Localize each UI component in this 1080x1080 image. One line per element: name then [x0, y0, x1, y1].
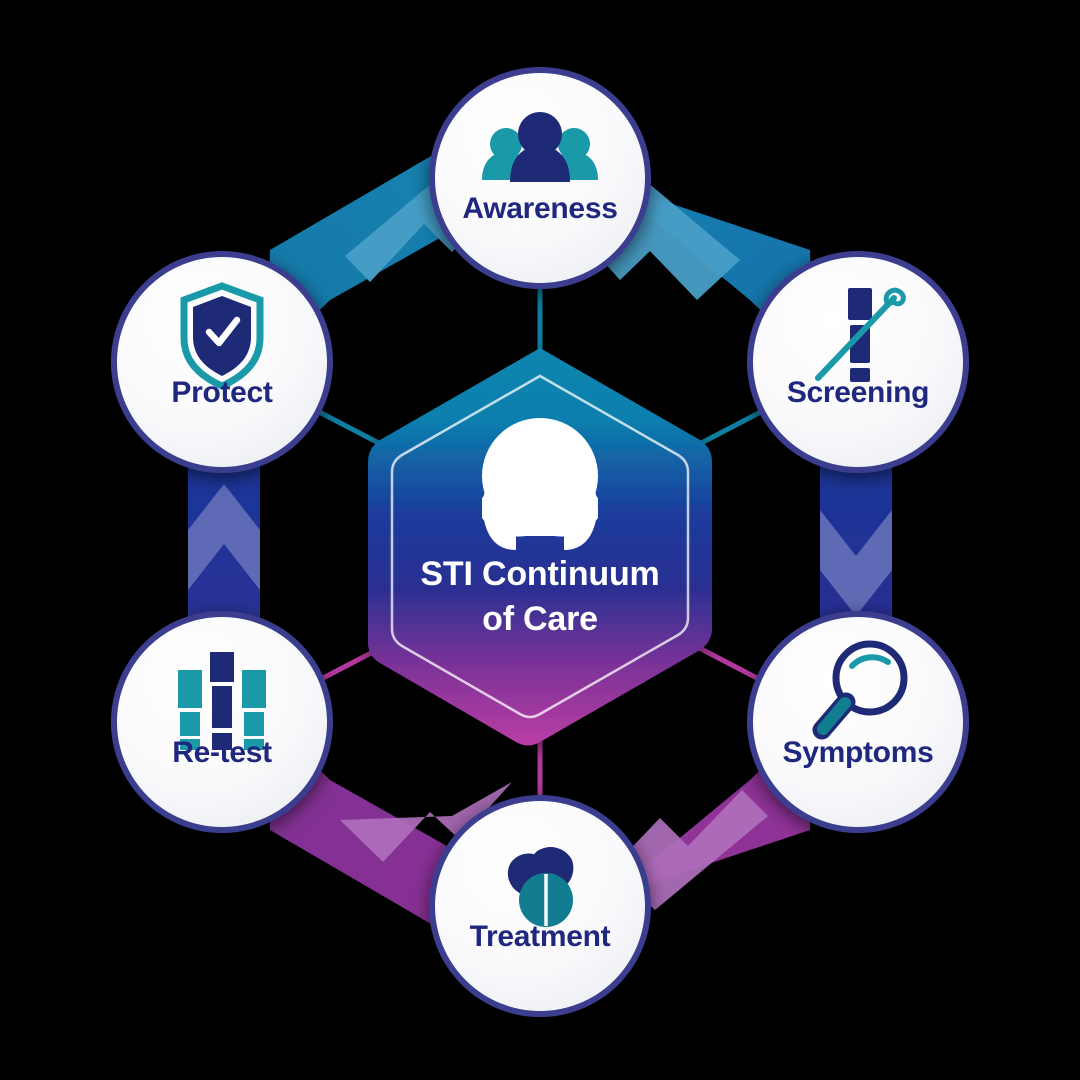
node-awareness[interactable]	[429, 67, 651, 289]
woman-avatar-icon	[482, 418, 598, 550]
node-protect[interactable]	[111, 251, 333, 473]
node-treatment[interactable]	[429, 795, 651, 1017]
node-symptoms[interactable]	[747, 611, 969, 833]
pills-icon	[507, 846, 574, 927]
node-screening[interactable]	[747, 251, 969, 473]
shield-check-icon	[180, 282, 264, 390]
magnifying-glass-icon	[812, 640, 908, 740]
test-tubes-icon	[178, 652, 266, 750]
node-retest[interactable]	[111, 611, 333, 833]
avatar-face-shape	[518, 450, 568, 525]
test-tube-swab-icon	[815, 287, 906, 382]
people-group-icon	[482, 112, 598, 182]
nodes	[111, 67, 969, 1017]
center-hexagon[interactable]	[368, 348, 712, 746]
